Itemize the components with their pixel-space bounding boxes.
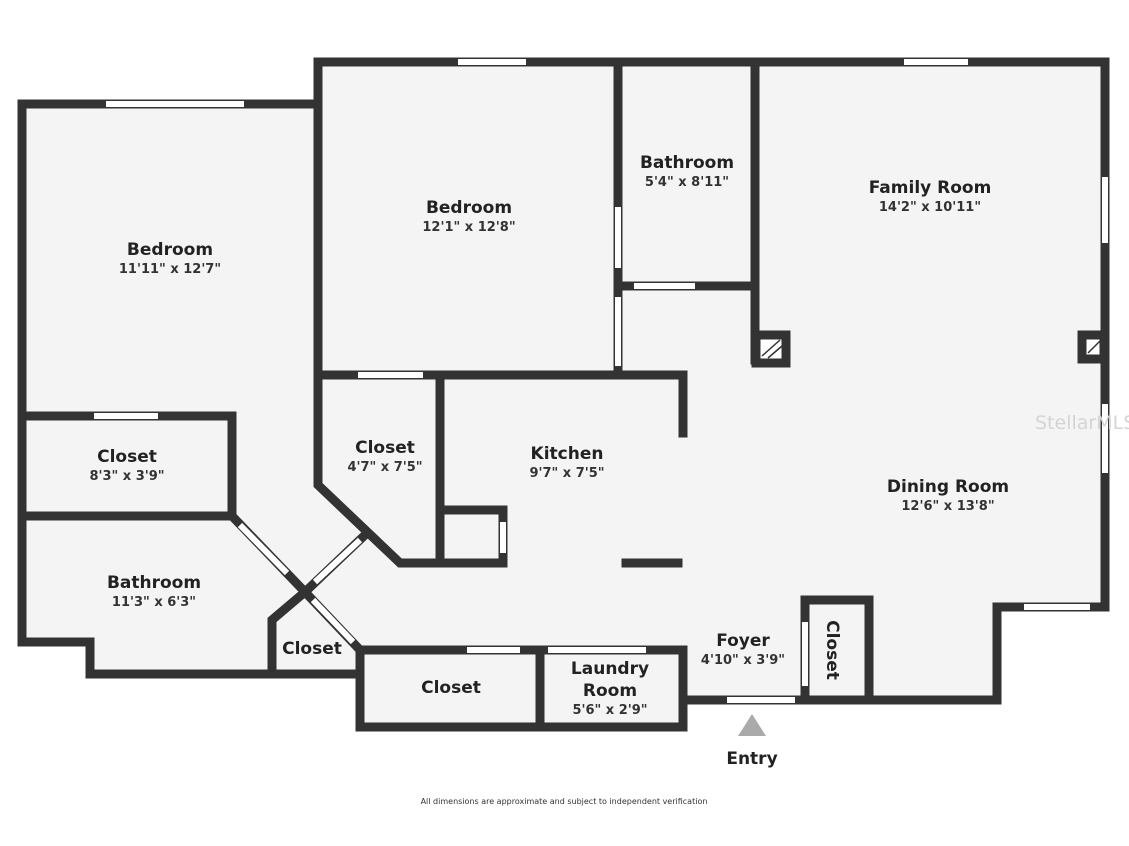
room-closet-3: Closet xyxy=(282,638,342,660)
room-kitchen: Kitchen 9'7" x 7'5" xyxy=(529,443,604,483)
room-name: Dining Room xyxy=(886,477,1010,497)
room-dimensions: 5'6" x 2'9" xyxy=(572,703,648,718)
room-foyer: Foyer 4'10" x 3'9" xyxy=(701,630,785,670)
room-bedroom-2: Bedroom 12'1" x 12'8" xyxy=(422,197,515,237)
room-name: Foyer xyxy=(716,631,770,651)
room-dining-room: Dining Room 12'6" x 13'8" xyxy=(887,476,1009,516)
windows-doors xyxy=(94,59,1108,703)
room-dimensions: 9'7" x 7'5" xyxy=(529,466,605,481)
floor-area xyxy=(22,62,1105,727)
room-dimensions: 11'11" x 12'7" xyxy=(118,262,222,277)
room-name: Laundry Room xyxy=(570,659,650,701)
room-name: Bathroom xyxy=(106,573,202,593)
room-closet-4: Closet xyxy=(421,677,481,699)
room-dimensions: 12'6" x 13'8" xyxy=(901,499,995,514)
room-bathroom-1: Bathroom 5'4" x 8'11" xyxy=(640,152,734,192)
room-name: Closet xyxy=(822,620,842,680)
room-closet-2: Closet 4'7" x 7'5" xyxy=(347,437,422,477)
room-name: Closet xyxy=(97,447,157,467)
room-dimensions: 4'7" x 7'5" xyxy=(347,460,423,475)
room-name: Closet xyxy=(282,639,342,659)
room-name: Bathroom xyxy=(639,153,735,173)
room-family-room: Family Room 14'2" x 10'11" xyxy=(869,177,992,217)
room-name: Kitchen xyxy=(530,444,604,464)
room-laundry: Laundry Room 5'6" x 2'9" xyxy=(565,658,655,720)
room-dimensions: 11'3" x 6'3" xyxy=(111,595,197,610)
room-name: Closet xyxy=(421,678,481,698)
room-dimensions: 14'2" x 10'11" xyxy=(878,200,982,215)
room-name: Closet xyxy=(355,438,415,458)
room-closet-5: Closet xyxy=(821,620,843,680)
hatch-columns xyxy=(761,339,1101,359)
room-dimensions: 8'3" x 3'9" xyxy=(89,469,165,484)
watermark: StellarMLS xyxy=(1035,412,1129,434)
room-dimensions: 12'1" x 12'8" xyxy=(422,220,516,235)
room-bathroom-2: Bathroom 11'3" x 6'3" xyxy=(107,572,201,612)
room-name: Bedroom xyxy=(425,198,513,218)
room-closet-1: Closet 8'3" x 3'9" xyxy=(89,446,164,486)
room-bedroom-1: Bedroom 11'11" x 12'7" xyxy=(119,239,221,279)
room-dimensions: 4'10" x 3'9" xyxy=(700,653,786,668)
entry-arrow-icon xyxy=(738,714,766,736)
room-name: Bedroom xyxy=(126,240,214,260)
entry-label: Entry xyxy=(726,749,778,769)
room-dimensions: 5'4" x 8'11" xyxy=(644,175,730,190)
disclaimer: All dimensions are approximate and subje… xyxy=(420,797,708,806)
room-name: Family Room xyxy=(868,178,992,198)
